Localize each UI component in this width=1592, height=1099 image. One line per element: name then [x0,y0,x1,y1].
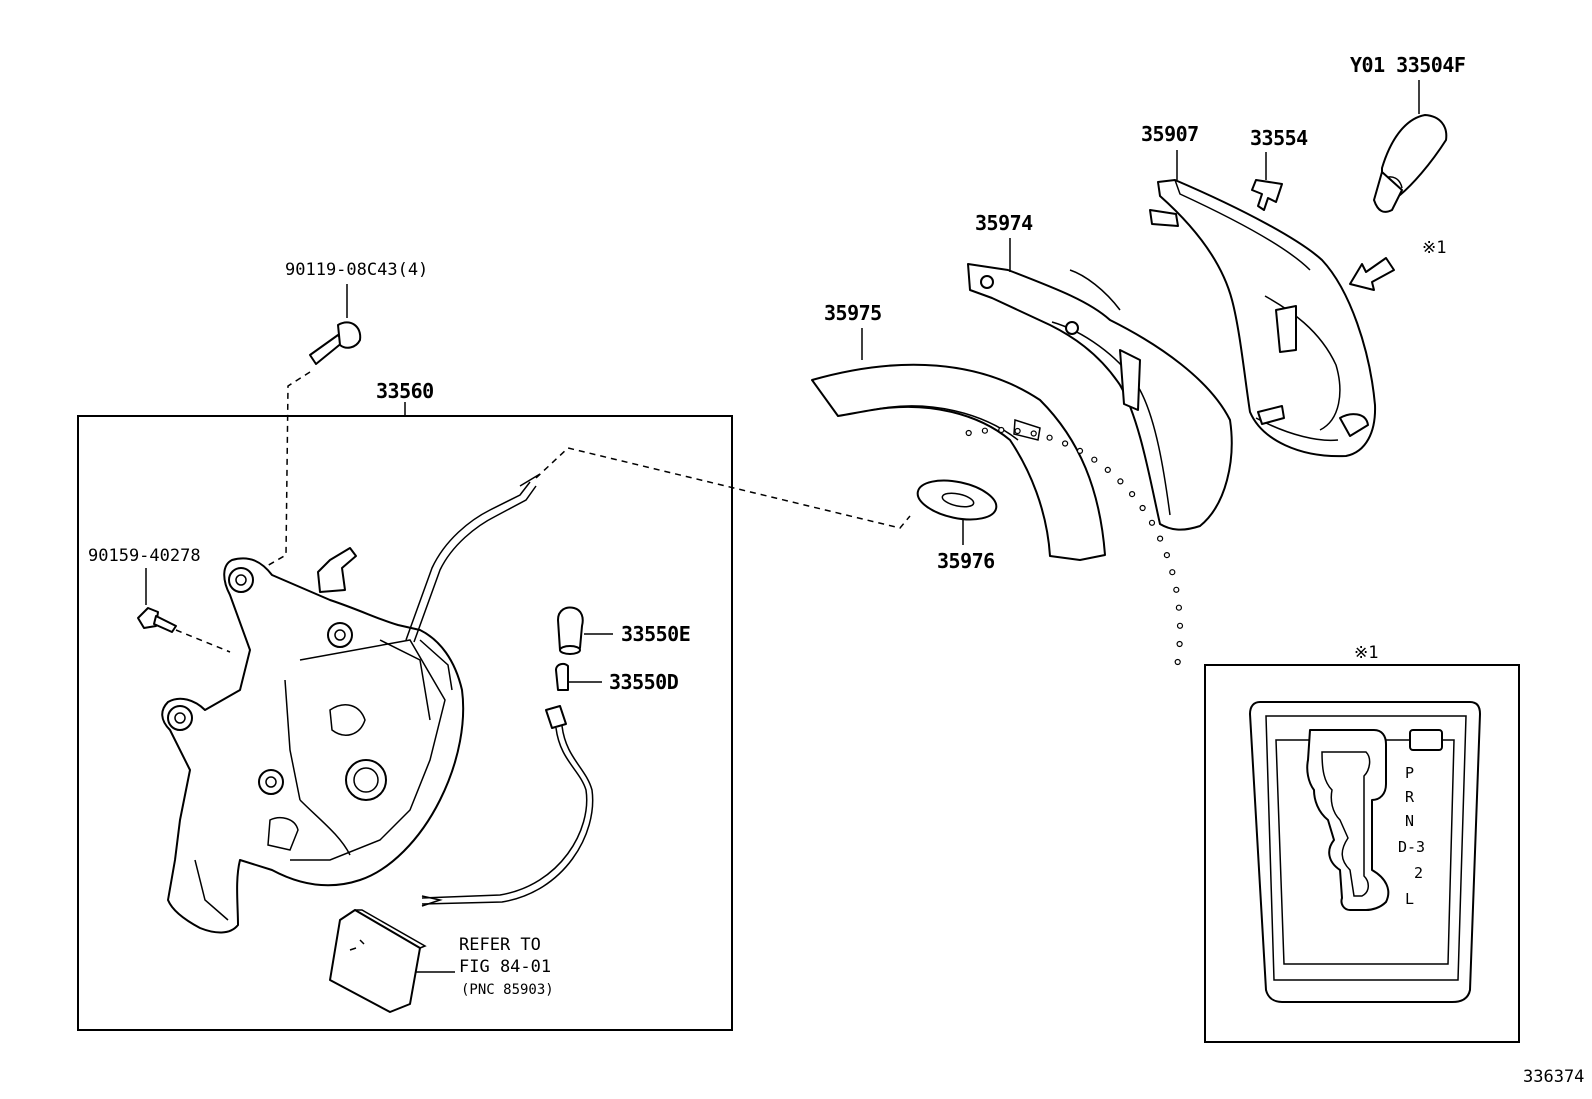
label-detail-title: ※1 [1354,643,1378,663]
detent-dot [1176,622,1184,629]
label-indicator-housing: 35974 [975,211,1033,235]
bulb [555,662,569,691]
bulb-socket [557,606,584,655]
label-bulb-socket: 33550E [621,622,690,646]
label-bolt: 90119-08C43(4) [285,260,428,280]
detent-dot [1173,586,1180,593]
indicator-housing [967,263,1233,531]
detent-dot [1128,491,1136,498]
label-screw: 90159-40278 [88,546,201,566]
detent-dot [1169,569,1176,576]
figure-number: 336374 [1523,1067,1584,1087]
detent-dot [1076,447,1084,454]
detent-dot [1148,519,1156,526]
detent-dot [998,426,1005,434]
gear-position-label: P [1405,764,1414,782]
detent-dot [1091,456,1098,463]
detent-dot [1046,434,1053,441]
detent-dot [1104,466,1111,473]
shift-knob [1373,114,1448,213]
shift-indicator-panel [1249,701,1481,1003]
clip-part [1251,179,1283,211]
shifter-bracket [161,547,465,934]
detent-dot [1174,658,1181,666]
label-plate: 35976 [937,549,995,573]
detent-dot [1156,535,1164,542]
screw-part [137,607,177,633]
gear-position-labels: PRN D-3 2L [1398,764,1425,908]
gear-position-label: D-3 [1398,838,1425,856]
label-bulb: 33550D [609,670,679,694]
label-bezel: 35907 [1141,122,1199,146]
detent-dot [1175,604,1183,611]
detent-dot [1139,504,1146,512]
refer-line-2: FIG 84-01 [459,957,551,977]
refer-line-1: REFER TO [459,935,541,955]
view-arrow [1349,257,1395,291]
detent-dot [965,429,972,437]
shift-bezel [1149,179,1377,458]
detent-dot [1030,430,1037,437]
slide-cover-detent-dots [965,426,1184,666]
detent-dot [1176,640,1183,648]
refer-line-3: (PNC 85903) [461,982,554,998]
detent-dot [1163,551,1171,559]
shift-cable [405,473,541,643]
wire-harness [421,705,594,907]
indicator-plate [916,479,998,521]
detent-dot [981,427,989,434]
label-view-ref: ※1 [1422,238,1446,258]
gear-position-label: 2 [1414,864,1423,882]
gear-position-label: L [1405,890,1414,908]
detail-frame [1204,664,1520,1043]
bolt-part [309,321,362,365]
detent-dot [1061,440,1069,447]
control-module [329,909,427,1013]
label-knob: Y01 33504F [1350,53,1465,77]
detent-dot [1117,478,1124,485]
detent-dot [1014,427,1021,435]
gear-position-label: N [1405,812,1414,830]
gear-position-label: R [1405,788,1415,806]
label-clip: 33554 [1250,126,1308,150]
label-slide-cover: 35975 [824,301,882,325]
label-assembly: 33560 [376,379,434,403]
slide-cover [811,363,1106,561]
